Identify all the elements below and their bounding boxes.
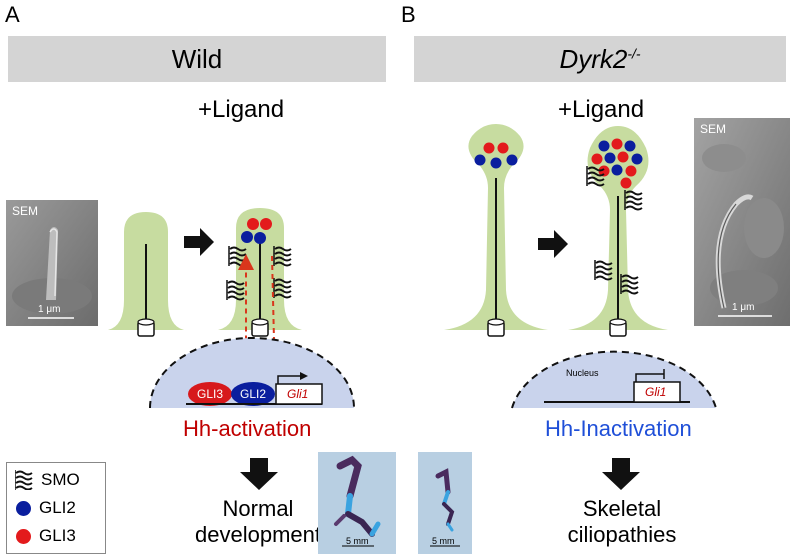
gli3-dot: [247, 218, 259, 230]
gli2-dot: [241, 231, 253, 243]
transcription-arrow-icon: [277, 375, 302, 384]
gli1-label-b: Gli1: [645, 385, 667, 399]
gli3-dot: [625, 165, 637, 177]
legend-item-gli3: GLI3: [15, 525, 76, 547]
sem-cilium-long: [694, 118, 790, 326]
arrow-right-icon: [538, 230, 568, 258]
gli3-dot-icon: [16, 528, 31, 544]
outcome-normal: Normal development: [195, 496, 321, 547]
gli3-label: GLI3: [196, 387, 223, 401]
legend-item-gli2: GLI2: [15, 497, 76, 519]
gli3-dot: [260, 218, 272, 230]
ligand-label-a: +Ligand: [198, 96, 285, 123]
sem-image-wild: SEM 1 μm: [6, 200, 98, 326]
legend-item-smo: SMO: [15, 469, 80, 491]
nucleus-dyrk2: [512, 351, 716, 408]
skeletal-stain-icon: [418, 452, 472, 554]
gli3-repressor-icon: [188, 382, 232, 406]
gli2-dot: [631, 153, 643, 165]
arrow-right-icon: [184, 228, 214, 256]
gli2-dot: [254, 232, 266, 244]
gli2-dot: [604, 152, 616, 164]
gli2-dot: [490, 157, 502, 169]
gli2-dot: [506, 154, 518, 166]
gli1-gene-box: [275, 383, 323, 405]
panel-a-title: Wild: [171, 43, 223, 74]
gli3-dot: [591, 153, 603, 165]
bone-image-wild: 5 mm: [318, 452, 396, 554]
gli2-dot: [624, 140, 636, 152]
smo-receptor-icon: [15, 470, 33, 490]
basal-body-icon: [487, 318, 505, 337]
gli2-dot: [611, 164, 623, 176]
arrow-down-icon: [602, 458, 640, 490]
nucleus-label: Nucleus: [566, 368, 599, 378]
gli2-dot: [474, 154, 486, 166]
hh-inactivation-label: Hh-Inactivation: [545, 416, 692, 441]
gli3-dot: [620, 177, 632, 189]
hh-activation-label: Hh-activation: [183, 416, 312, 441]
panel-b-title: Dyrk2-/-: [559, 43, 641, 74]
panel-b-header: Dyrk2-/-: [414, 36, 786, 82]
gli3-dot: [611, 138, 623, 150]
gli3-dot: [483, 142, 495, 154]
gli2-dot: [598, 140, 610, 152]
sem-scale-b: 1 μm: [732, 302, 755, 313]
legend-box: SMO GLI2 GLI3: [6, 462, 106, 554]
bone-scale-a: 5 mm: [346, 536, 369, 546]
arrow-down-icon: [240, 458, 278, 490]
sem-image-dyrk2: SEM 1 μm: [694, 118, 790, 326]
ligand-label-b: +Ligand: [558, 96, 645, 123]
gli1-gene-box: [633, 381, 681, 403]
bone-image-dyrk2: 5 mm: [418, 452, 472, 554]
panel-a-header: Wild: [8, 36, 386, 82]
gli2-dot-icon: [16, 500, 31, 516]
transcription-blocked-icon: [635, 373, 664, 382]
sem-cilium-short: [6, 200, 98, 326]
basal-body-icon: [609, 318, 627, 337]
gli3-dot: [598, 165, 610, 177]
smo-receptor-icon: [624, 189, 643, 211]
panel-b-letter: B: [401, 2, 416, 27]
sem-label-a: SEM: [12, 204, 39, 218]
sem-scale-a: 1 μm: [38, 304, 61, 315]
sem-label-b: SEM: [700, 122, 727, 136]
gli2-label: GLI2: [239, 387, 266, 401]
skeletal-stain-icon: [318, 452, 396, 554]
gli3-dot: [617, 151, 629, 163]
outcome-skeletal: Skeletal ciliopathies: [567, 496, 677, 547]
basal-body-icon: [251, 318, 269, 337]
gli1-label-a: Gli1: [287, 387, 309, 401]
gli2-activator-icon: [231, 382, 275, 406]
basal-body-icon: [137, 318, 155, 337]
panel-a-letter: A: [5, 2, 20, 27]
gli3-dot: [497, 142, 509, 154]
bone-scale-b: 5 mm: [432, 536, 455, 546]
